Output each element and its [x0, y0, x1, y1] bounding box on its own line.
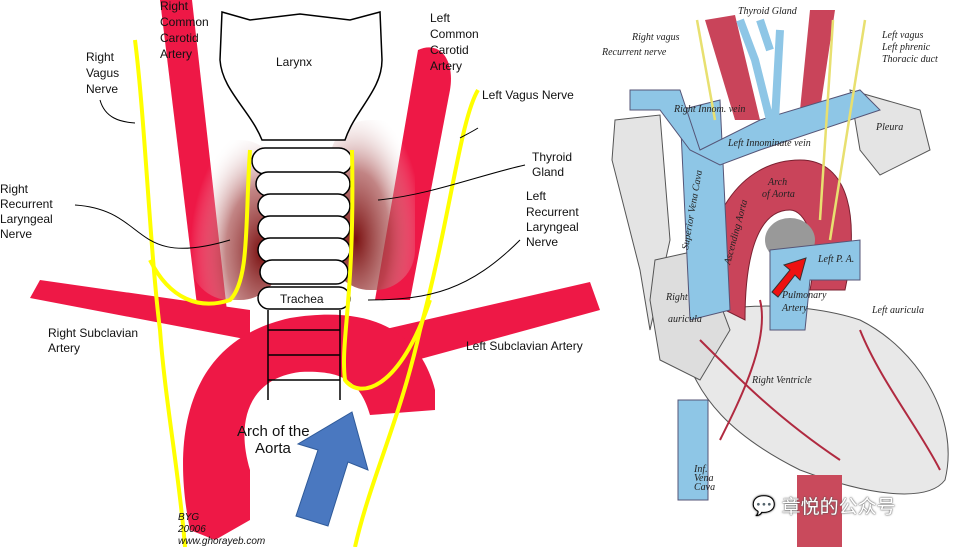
thyroid-gland-label: Thyroid Gland [738, 6, 798, 17]
red-arrow [771, 257, 807, 298]
larynx [219, 11, 383, 141]
coronary-vessels [699, 299, 941, 471]
inferior-vena-cava [677, 399, 709, 501]
leader-lines [74, 99, 526, 301]
wechat-icon: 💬 [752, 495, 776, 517]
right-vagus-nerve [133, 39, 187, 547]
thoracic-duct-label: Thoracic duct [882, 54, 938, 65]
left-phrenic-label: Left phrenic [881, 42, 931, 53]
right-subclavian-artery [30, 280, 250, 340]
aortic-arch [183, 314, 435, 540]
left-subclavian-label: Left Subclavian Artery [466, 339, 583, 353]
left-vagus-label: Left Vagus Nerve [482, 88, 574, 102]
innominate-veins [629, 89, 881, 166]
right-recurrent-nerve [148, 149, 252, 306]
left-auricula-label: Left auricula [871, 305, 924, 316]
right-illustration: Thyroid Gland Right vagus Recurrent nerv… [601, 6, 949, 547]
pleura-label: Pleura [875, 122, 903, 133]
watermark: 💬 章悦的公众号 [752, 492, 896, 519]
descending-aorta [797, 475, 842, 547]
recurrent-nerve-label: Recurrent nerve [601, 47, 667, 58]
thyroid-veins [736, 18, 784, 121]
left-recurrent-nerve [341, 149, 432, 391]
larynx-label: Larynx [276, 55, 312, 69]
left-pa-label: Left P. A. [817, 254, 854, 265]
trachea-rings [251, 147, 353, 400]
right-innom-vein-label: Right Innom. vein [673, 104, 745, 115]
watermark-text: 章悦的公众号 [781, 496, 896, 518]
left-subclavian-artery [360, 282, 600, 370]
left-carotid-illustration [800, 10, 835, 110]
right-nerves [695, 19, 867, 241]
left-vagus-label-r: Left vagus [881, 30, 923, 41]
trachea-label: Trachea [280, 292, 324, 306]
right-ventricle-label: Right Ventricle [751, 375, 812, 386]
right-vagus-label-r: Right vagus [631, 32, 680, 43]
blue-arrow [295, 411, 369, 527]
right-carotid-illustration [705, 15, 760, 120]
left-innom-vein-label: Left Innominate vein [727, 138, 811, 149]
